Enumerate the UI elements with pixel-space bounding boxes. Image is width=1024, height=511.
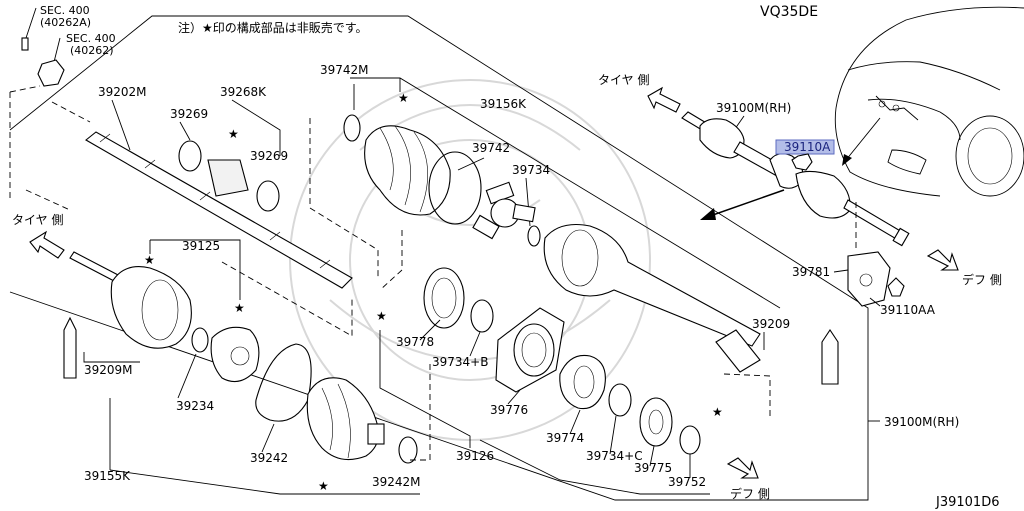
tire-side-label-left: タイヤ 側 [12, 213, 63, 227]
inner-boot-39241 [306, 377, 379, 461]
label-39110a[interactable]: 39110A [784, 140, 831, 154]
label-39269-a[interactable]: 39269 [170, 107, 208, 121]
shaft-39202m [85, 131, 353, 289]
boot-band-39742 [428, 151, 482, 225]
non-sale-note: 注）★印の構成部品は非販売です。 [178, 20, 368, 35]
label-39734c[interactable]: 39734+C [586, 449, 643, 463]
label-39752[interactable]: 39752 [668, 475, 706, 489]
label-39202m[interactable]: 39202M [98, 85, 147, 99]
label-39775[interactable]: 39775 [634, 461, 672, 475]
seal-39778 [423, 267, 465, 329]
sec-400-a[interactable]: SEC. 400 [40, 4, 90, 17]
label-39268k[interactable]: 39268K [220, 85, 267, 99]
dust-cover-39775 [639, 397, 673, 447]
star-mark: ★ [228, 127, 239, 141]
label-39209m[interactable]: 39209M [84, 363, 133, 377]
engine-code: VQ35DE [760, 4, 818, 20]
band-39242m [398, 436, 418, 464]
cotter-pin [21, 37, 29, 51]
dynamic-damper [207, 159, 249, 197]
label-39100m-rh-right[interactable]: 39100M(RH) [884, 415, 959, 429]
label-39155k[interactable]: 39155K [84, 469, 131, 483]
label-39209[interactable]: 39209 [752, 317, 790, 331]
vehicle-front-sketch [834, 6, 1024, 197]
label-39110aa[interactable]: 39110AA [880, 303, 936, 317]
grease-tube-left [63, 316, 77, 379]
label-39776[interactable]: 39776 [490, 403, 528, 417]
label-39125[interactable]: 39125 [182, 239, 220, 253]
boot-band-small [343, 114, 361, 142]
label-39778[interactable]: 39778 [396, 335, 434, 349]
bearing-39774 [559, 354, 606, 410]
arrow-pointer-icon [700, 208, 716, 220]
label-39742[interactable]: 39742 [472, 141, 510, 155]
label-39742m[interactable]: 39742M [320, 63, 369, 77]
sec-400-b[interactable]: SEC. 400 [66, 32, 116, 45]
label-39156k[interactable]: 39156K [480, 97, 527, 111]
snap-ring-39734c [608, 383, 632, 417]
outer-spline-stub [69, 251, 121, 283]
label-39242[interactable]: 39242 [250, 451, 288, 465]
star-mark: ★ [712, 405, 723, 419]
diff-side-label-bottom: デフ 側 [730, 486, 770, 501]
bolt-39110aa [887, 277, 905, 297]
band-39269-b [256, 180, 280, 212]
arrow-tire-side-top-icon [647, 86, 681, 113]
arrow-diff-side-bottom-icon [726, 457, 759, 479]
outer-boot-39742 [364, 125, 451, 216]
label-39781[interactable]: 39781 [792, 265, 830, 279]
snap-ring-39734b [470, 299, 494, 333]
label-39734[interactable]: 39734 [512, 163, 550, 177]
highlight-39110a[interactable] [775, 139, 835, 155]
label-39126[interactable]: 39126 [456, 449, 494, 463]
label-39269-b[interactable]: 39269 [250, 149, 288, 163]
band-39269-a [178, 140, 202, 172]
sec-references: SEC. 400 (40262A) SEC. 400 (40262) [21, 4, 116, 87]
main-frame [9, 15, 869, 501]
bolt-39110a [791, 153, 813, 171]
circlip-39234 [191, 327, 209, 353]
label-39234[interactable]: 39234 [176, 399, 214, 413]
star-mark: ★ [318, 479, 329, 493]
label-39100m-rh-top[interactable]: 39100M(RH) [716, 101, 791, 115]
hub-nut [37, 59, 65, 87]
arrow-tire-side-left-icon [29, 230, 65, 259]
label-39774[interactable]: 39774 [546, 431, 584, 445]
snap-ring-39734 [527, 225, 541, 247]
diff-side-label-right: デフ 側 [962, 272, 1002, 287]
sec-400-b-code: (40262) [70, 44, 114, 57]
label-39242m[interactable]: 39242M [372, 475, 421, 489]
outer-race-ball-cage [210, 326, 260, 383]
star-mark: ★ [376, 309, 387, 323]
figure-id: J39101D6 [935, 495, 999, 510]
star-mark: ★ [144, 253, 155, 267]
star-mark: ★ [398, 91, 409, 105]
spline-end-right [715, 329, 761, 373]
star-mark: ★ [234, 301, 245, 315]
sec-400-a-code: (40262A) [40, 16, 91, 29]
grease-tube-right [821, 329, 839, 385]
boot-band-39242 [255, 343, 312, 422]
bracket-39781 [847, 251, 891, 307]
tire-side-label-top: タイヤ 側 [598, 73, 649, 87]
boot-neck [367, 423, 385, 445]
tripod-joint [472, 181, 536, 240]
label-39734b[interactable]: 39734+B [432, 355, 488, 369]
oil-seal-39752 [679, 425, 701, 455]
axle-assembly-overview [681, 111, 910, 247]
arrow-diff-side-right-icon [926, 249, 959, 271]
